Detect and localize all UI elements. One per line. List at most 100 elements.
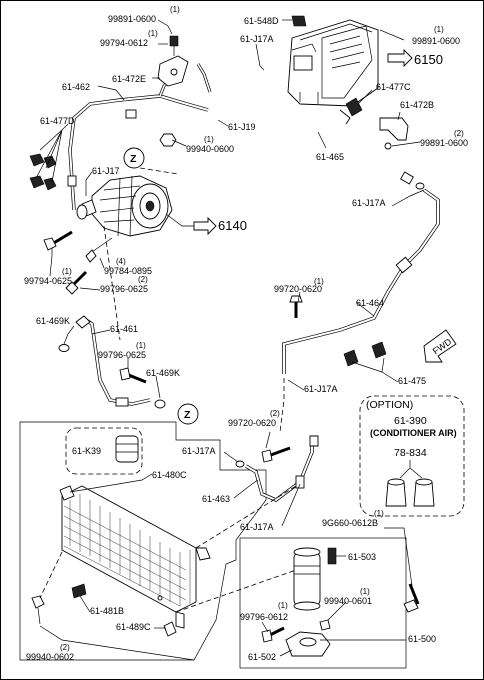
option-part-no: 61-390 [394,415,427,427]
label-61-489c: 61-489C [116,622,151,632]
qty-99720-a: (1) [314,277,324,286]
label-61-j17a-b: 61-J17A [352,198,386,208]
label-99891-0600-mid: 99891-0600 [420,138,468,148]
clamps-61-477d [29,153,57,191]
nut-99940-0602 [31,595,45,625]
label-61-j17a-d: 61-J17A [182,446,216,456]
label-61-469k-a: 61-469K [36,316,70,326]
qty-99891-top: (1) [170,5,180,14]
qty-99796-b: (1) [136,341,146,350]
label-61-500: 61-500 [408,634,436,644]
qty-99720-b: (2) [270,409,280,418]
label-99720-0620-a: 99720-0620 [274,284,322,294]
bolt-99796-0612 [261,626,285,643]
bracket-61-472b [379,117,409,150]
option-kit-no: 78-834 [394,447,427,459]
o-ring-61-469k-b [154,399,166,409]
label-99720-0620-b: 99720-0620 [228,418,276,428]
compressor-6140 [76,175,173,237]
label-99940-0602: 99940-0602 [26,652,74,662]
receiver-drier [293,547,321,611]
label-99940-0601: 99940-0601 [324,596,372,606]
label-61-465: 61-465 [316,152,344,162]
part-61-548d [291,15,307,27]
bolt-99796-0625-mid [119,367,147,384]
pipe-61-463 [235,440,314,502]
label-61-461: 61-461 [110,324,138,334]
view-marker-z-top [123,147,145,169]
kit-78-834 [385,478,435,507]
label-z-top: Z [130,153,137,165]
label-99784-0895: 99784-0895 [104,266,152,276]
label-61-j17a-a: 61-J17A [240,34,274,44]
label-61-j17a-e: 61-J17A [240,522,274,532]
label-61-462: 61-462 [62,82,90,92]
label-99891-0600-right: 99891-0600 [412,36,460,46]
nut-99940-0600 [159,133,177,147]
o-ring-61-469k-a [58,344,70,352]
qty-99940-b: (1) [360,587,370,596]
bolt-99794-0625 [43,230,73,251]
bolt-99796-0625-left [65,270,88,295]
label-9g660-0612b: 9G660-0612B [322,518,378,528]
label-z-bottom: Z [184,409,191,421]
ref-arrow-6140 [193,216,217,236]
label-61-475: 61-475 [398,376,426,386]
label-61-481b: 61-481B [90,606,124,616]
evaporator-unit [287,19,379,107]
qty-99891-right: (1) [434,25,444,34]
qty-99940-c: (2) [60,643,70,652]
label-61-477c: 61-477C [376,82,411,92]
label-61-503: 61-503 [348,552,376,562]
qty-99891-mid: (2) [454,129,464,138]
qty-99940-top: (1) [204,135,214,144]
label-61-480c: 61-480C [152,470,187,480]
qty-99794-top: (1) [148,29,158,38]
pipe-61-465 [196,55,415,185]
label-61-472e: 61-472E [112,74,146,84]
label-99940-0600-top: 99940-0600 [186,144,234,154]
condenser-61-480c [59,485,211,629]
label-61-548d: 61-548D [244,16,279,26]
callout-labels: (1) 99891-0600 (1) 99794-0612 61-548D 61… [24,5,468,662]
part-61-489c [163,621,177,637]
label-99796-0625-a: 99796-0625 [100,284,148,294]
nut-99940-0601 [319,619,331,631]
label-99891-0600-top: 99891-0600 [108,14,156,24]
leader-j17a-c [279,378,285,433]
bolt-99720-0620-b [261,435,319,463]
label-61-j17: 61-J17 [92,166,120,176]
label-6150: 6150 [414,52,443,67]
leader-99940-0602 [39,551,63,599]
bracket-61-502 [285,631,331,657]
qty-99794-left: (1) [62,267,72,276]
pipe-61-462 [67,77,209,211]
label-61-j17a-c: 61-J17A [304,384,338,394]
label-99794-0612-top: 99794-0612 [100,38,148,48]
option-title: (OPTION) [366,399,413,411]
qty-99796-a: (2) [138,275,148,284]
clip-61-477c [339,97,363,125]
ref-arrow-6150 [387,48,413,68]
label-99796-0612: 99796-0612 [240,612,288,622]
label-61-k39: 61-K39 [72,446,101,456]
bolt-9g660-0612b [403,583,420,613]
view-marker-z-bottom [177,403,199,425]
label-61-472b: 61-472B [400,100,434,110]
leader-compressor-461 [103,225,121,341]
option-box [359,395,465,517]
label-6140: 6140 [218,218,247,233]
pipe-61-464 [282,182,440,374]
qty-99784: (4) [116,257,126,266]
label-99794-0625: 99794-0625 [24,276,72,286]
option-part-name: (CONDITIONER AIR) [370,428,457,438]
leader-condenser-receiver [175,569,297,613]
switch-61-503 [327,547,337,565]
label-61-477d: 61-477D [40,116,75,126]
qty-99796-c: (1) [278,601,288,610]
part-61-k39 [115,435,139,463]
condenser-frame [19,421,267,661]
bracket-61-472e [157,35,189,87]
